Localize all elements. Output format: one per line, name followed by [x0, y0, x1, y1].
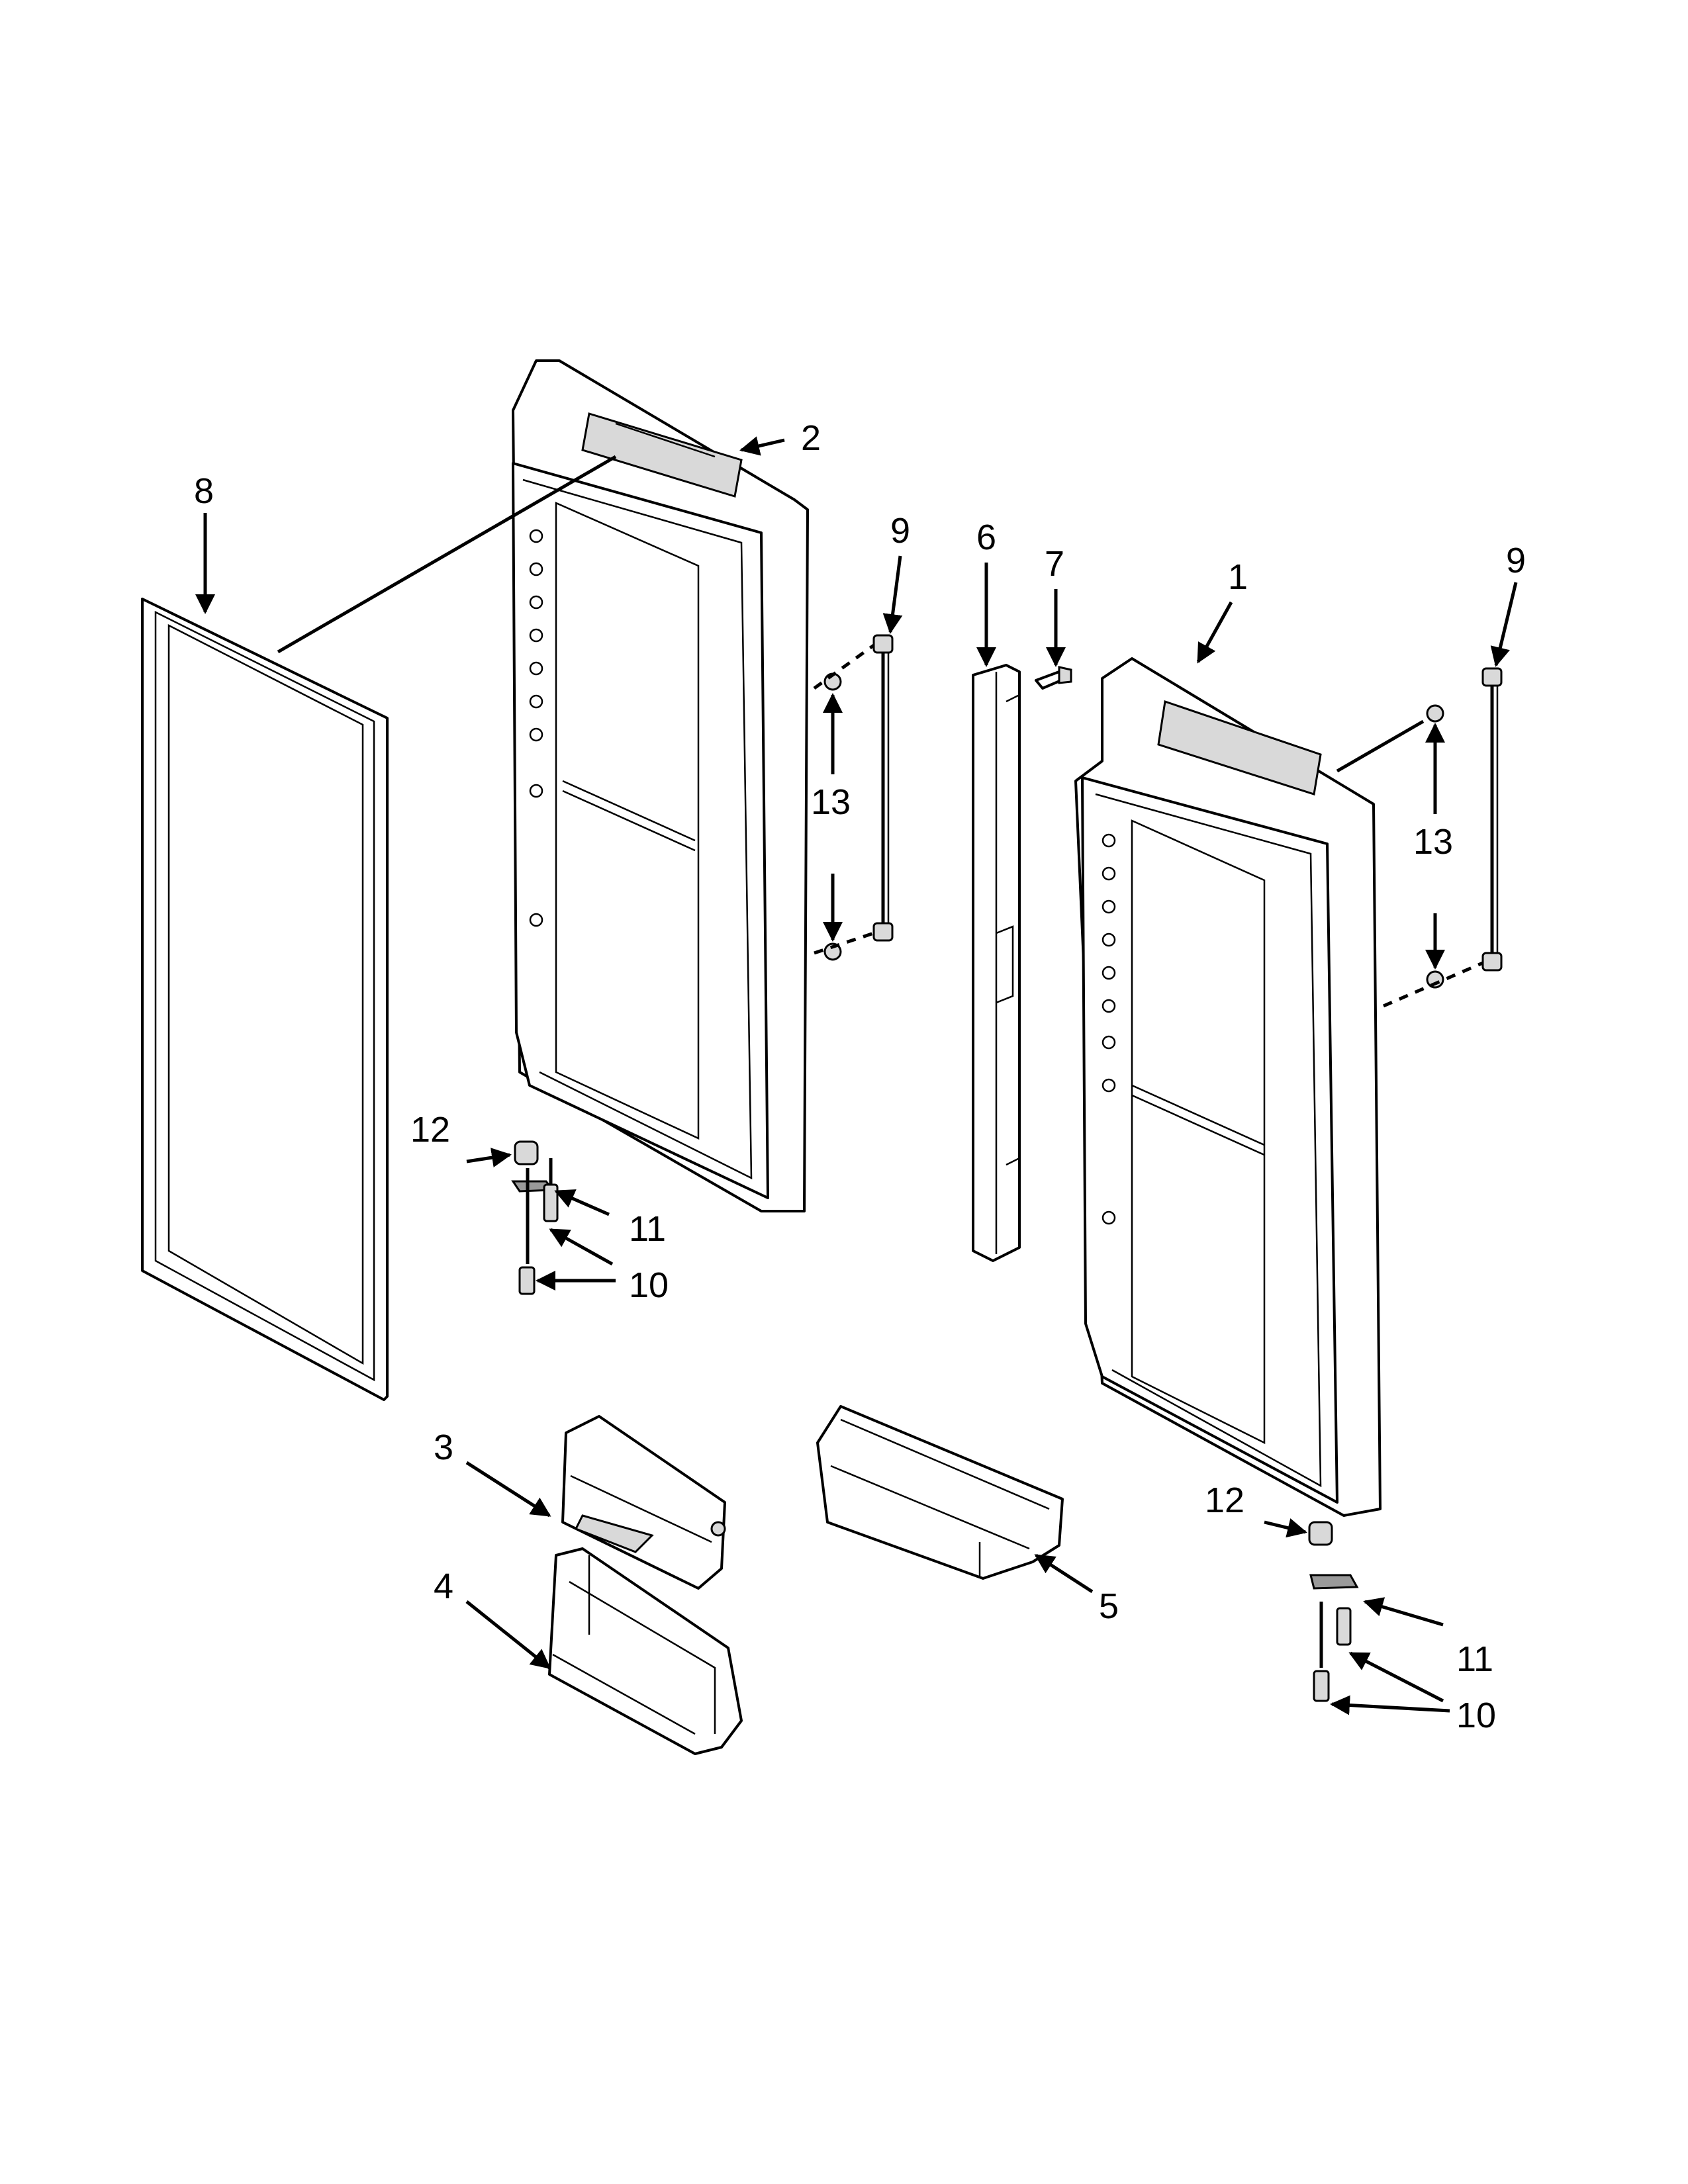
left-door-liner	[512, 359, 809, 1212]
door-bin-small	[548, 1547, 743, 1755]
callout-13-left: 13	[811, 782, 851, 822]
wire-harness-right	[1481, 667, 1503, 972]
right-door-liner	[1074, 657, 1382, 1517]
callout-4: 4	[434, 1567, 453, 1606]
callout-12-right: 12	[1205, 1480, 1244, 1520]
callout-9-left: 9	[890, 511, 910, 551]
callout-12-left: 12	[410, 1110, 450, 1150]
callout-5: 5	[1099, 1586, 1119, 1626]
right-hinge-hardware	[1308, 1521, 1359, 1702]
dispenser-cover	[561, 1415, 726, 1590]
callout-1: 1	[1228, 557, 1248, 597]
connector-lines	[277, 455, 1483, 1008]
callout-11-right: 11	[1456, 1639, 1493, 1679]
callout-8: 8	[194, 471, 214, 511]
callout-7: 7	[1045, 544, 1064, 584]
callout-13-right: 13	[1413, 822, 1453, 862]
callout-9-right: 9	[1506, 541, 1526, 580]
callout-10-right: 10	[1456, 1696, 1496, 1735]
callout-10-left: 10	[629, 1265, 669, 1305]
leader-arrows	[195, 436, 1518, 1715]
center-flipper	[972, 664, 1021, 1262]
screw	[1035, 666, 1072, 690]
left-hinge-hardware	[511, 1140, 559, 1295]
door-gasket	[141, 598, 389, 1401]
callout-11-left: 11	[629, 1209, 666, 1249]
callout-2: 2	[801, 418, 821, 458]
callouts: 1 2 3 4 5 6 7 8 9 9 10 10 11 11 12 12 13…	[194, 418, 1526, 1735]
wire-harness-left	[872, 634, 894, 942]
door-shelf-bin	[816, 1405, 1064, 1580]
callout-6: 6	[976, 518, 996, 557]
callout-3: 3	[434, 1428, 453, 1467]
